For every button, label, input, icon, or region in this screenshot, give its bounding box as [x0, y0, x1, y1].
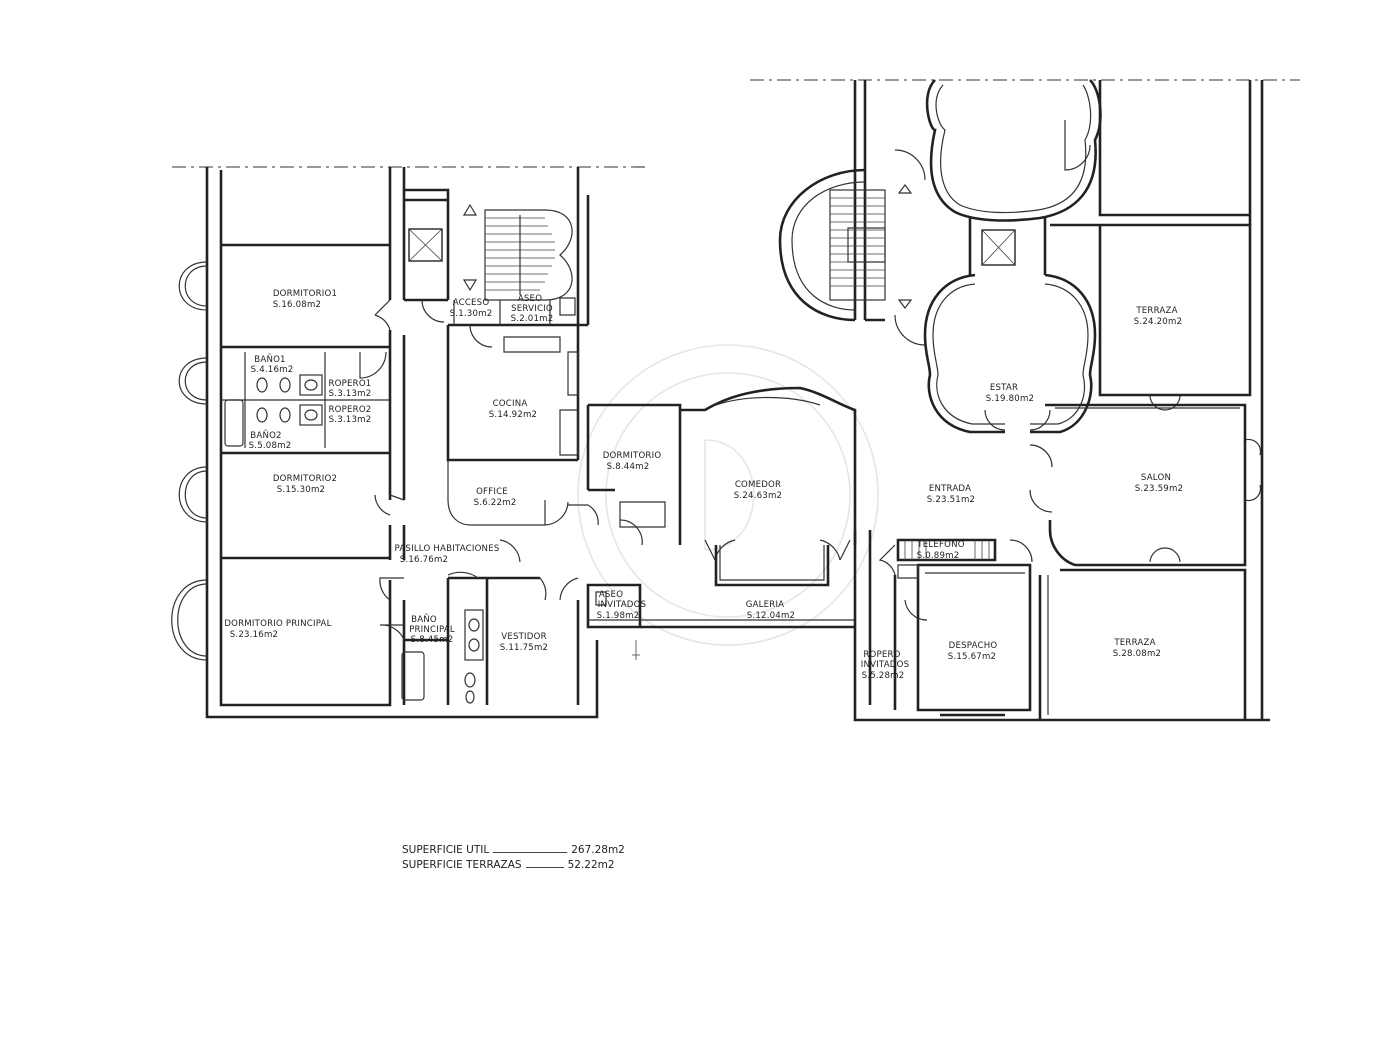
- room-ropero-invitados-name: ROPERO: [863, 650, 900, 660]
- room-telefono-name: TELEFONO: [916, 540, 964, 550]
- summary-util-row: SUPERFICIE UTIL 267.28m2: [402, 843, 625, 858]
- room-despacho-area: S.15.67m2: [948, 652, 996, 662]
- room-bano1-area: S.4.16m2: [251, 365, 294, 375]
- room-entrada-area: S.23.51m2: [927, 495, 975, 505]
- room-dormitorio-name: DORMITORIO: [603, 451, 662, 461]
- room-terraza2-area: S.28.08m2: [1113, 649, 1161, 659]
- summary-terrazas-value: 52.22m2: [567, 859, 615, 871]
- room-vestidor-area: S.11.75m2: [500, 643, 548, 653]
- summary-terrazas-label: SUPERFICIE TERRAZAS: [402, 859, 522, 871]
- room-office-name: OFFICE: [476, 487, 508, 497]
- stair-icon: [829, 189, 886, 301]
- room-ropero2-name: ROPERO2: [329, 405, 372, 415]
- room-ropero1-name: ROPERO1: [329, 379, 372, 389]
- room-terraza1-area: S.24.20m2: [1134, 317, 1182, 327]
- room-comedor-name: COMEDOR: [735, 480, 781, 490]
- room-ropero1-area: S.3.13m2: [329, 389, 372, 399]
- summary-leader: [525, 859, 564, 868]
- room-aseo-servicio-name2: SERVICIO: [511, 304, 553, 314]
- room-dormitorio2-name: DORMITORIO2: [273, 474, 337, 484]
- sink-icon: [299, 374, 484, 661]
- room-estar-area: S.19.80m2: [986, 394, 1034, 404]
- room-aseo-invitados-name: ASEO: [599, 590, 623, 600]
- room-ropero-invitados-name2: INVITADOS: [861, 660, 909, 670]
- stair-icon: [484, 209, 573, 301]
- center-block: [586, 386, 1270, 722]
- summary-leader: [493, 844, 568, 853]
- room-pasillo-name: PASILLO HABITACIONES: [395, 544, 500, 554]
- bathtub-icon: [224, 399, 425, 701]
- room-acceso-name: ACCESO: [453, 298, 490, 308]
- room-ropero2-area: S.3.13m2: [329, 415, 372, 425]
- room-bano-principal-area: S.8.45m2: [411, 635, 454, 645]
- room-comedor-area: S.24.63m2: [734, 491, 782, 501]
- room-despacho-name: DESPACHO: [949, 641, 998, 651]
- room-dormitorio1-name: DORMITORIO1: [273, 289, 337, 299]
- room-galeria-area: S.12.04m2: [747, 611, 795, 621]
- room-cocina-area: S.14.92m2: [489, 410, 537, 420]
- room-bano2-name: BAÑO2: [250, 430, 281, 441]
- door-swing-icon: [359, 120, 1262, 641]
- room-aseo-invitados-area: S.1.98m2: [597, 611, 640, 621]
- room-aseo-invitados-name2: INVITADOS: [598, 600, 646, 610]
- room-dormitorio2-area: S.15.30m2: [277, 485, 325, 495]
- room-salon-area: S.23.59m2: [1135, 484, 1183, 494]
- room-dormitorio-principal-area: S.23.16m2: [230, 630, 278, 640]
- room-bano2-area: S.5.08m2: [249, 441, 292, 451]
- room-aseo-servicio-name: ASEO: [518, 294, 542, 304]
- room-bano1-name: BAÑO1: [254, 354, 285, 365]
- left-wing: [171, 167, 599, 719]
- room-terraza1-name: TERRAZA: [1135, 306, 1177, 316]
- room-dormitorio-principal-name: DORMITORIO PRINCIPAL: [224, 619, 331, 629]
- summary-util-label: SUPERFICIE UTIL: [402, 844, 490, 856]
- room-labels: DORMITORIO1 S.16.08m2 BAÑO1 S.4.16m2 ROP…: [224, 289, 1183, 681]
- room-office-area: S.6.22m2: [474, 498, 517, 508]
- room-dormitorio-area: S.8.44m2: [607, 462, 650, 472]
- room-bano-principal-name2: PRINCIPAL: [409, 625, 455, 635]
- summary-terrazas-row: SUPERFICIE TERRAZAS 52.22m2: [402, 858, 625, 873]
- right-wing: [778, 79, 1264, 720]
- room-vestidor-name: VESTIDOR: [501, 632, 547, 642]
- room-pasillo-area: S.16.76m2: [400, 555, 448, 565]
- surface-summary: SUPERFICIE UTIL 267.28m2 SUPERFICIE TERR…: [402, 843, 625, 873]
- room-acceso-area: S.1.30m2: [450, 309, 493, 319]
- room-dormitorio1-area: S.16.08m2: [273, 300, 321, 310]
- room-galeria-name: GALERIA: [746, 600, 785, 610]
- room-bano-principal-name: BAÑO: [411, 614, 437, 625]
- room-entrada-name: ENTRADA: [929, 484, 971, 494]
- toilet-icon: [256, 377, 476, 704]
- room-salon-name: SALON: [1141, 473, 1171, 483]
- room-cocina-name: COCINA: [493, 399, 528, 409]
- room-terraza2-name: TERRAZA: [1113, 638, 1155, 648]
- room-telefono-area: S.0.89m2: [917, 551, 960, 561]
- watermark-logo: [577, 344, 879, 646]
- room-aseo-servicio-area: S.2.01m2: [511, 314, 554, 324]
- summary-util-value: 267.28m2: [571, 844, 625, 856]
- room-estar-name: ESTAR: [990, 383, 1018, 393]
- room-ropero-invitados-area: S.5.28m2: [862, 671, 905, 681]
